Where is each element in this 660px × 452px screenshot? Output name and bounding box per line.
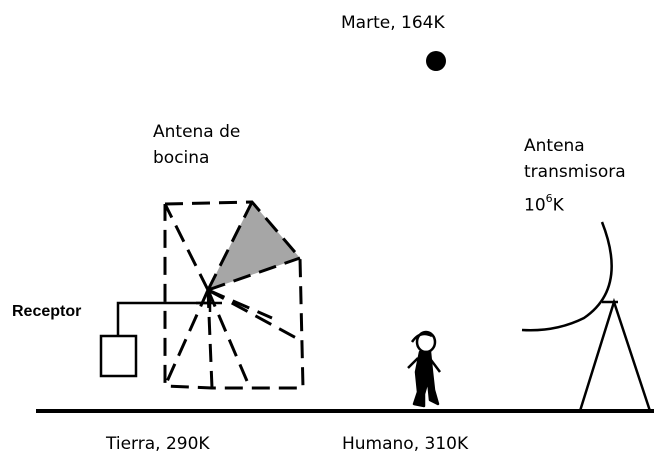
dish-reflector	[521, 221, 613, 332]
human-label: Humano, 310K	[342, 434, 469, 452]
earth-label: Tierra, 290K	[106, 434, 210, 452]
temp-unit: K	[552, 195, 564, 216]
horn-antenna-label-line1: Antena de	[153, 122, 241, 142]
horn-beam-shading	[208, 202, 300, 290]
transmitting-antenna-temperature: 106K	[524, 189, 564, 218]
horn-antenna-label-line2: bocina	[153, 148, 210, 168]
temp-exponent: 6	[545, 192, 553, 205]
transmitting-dish-icon	[521, 221, 652, 412]
transmitting-antenna-label-line2: transmisora	[524, 162, 626, 182]
horn-outline	[163, 200, 305, 390]
mars-label: Marte, 164K	[341, 13, 445, 33]
horn-antenna-icon	[163, 200, 305, 390]
mars-planet-icon	[426, 51, 446, 71]
receiver-label: Receptor	[12, 303, 82, 320]
transmitting-antenna-label-line1: Antena	[524, 136, 585, 156]
dish-tripod	[578, 297, 652, 412]
receiver-cable	[116, 301, 210, 336]
temp-base: 10	[524, 195, 546, 216]
horn-feed-cross	[196, 286, 222, 312]
human-figure-icon	[407, 330, 441, 408]
receiver-box-icon	[99, 334, 138, 378]
